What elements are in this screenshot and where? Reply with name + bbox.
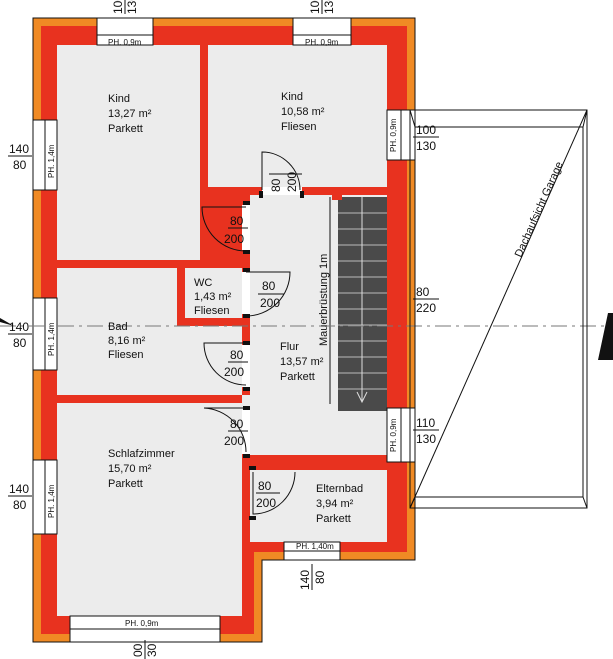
dim-door-eltern-a: 80 <box>258 479 272 493</box>
dim-door-bad-a: 80 <box>230 348 244 362</box>
dim-left-2-b: 80 <box>13 336 27 350</box>
window-top-right-label: PH. 0,9m <box>305 38 339 47</box>
section-arrow-left <box>0 318 14 326</box>
room-floors <box>57 45 387 616</box>
room-flur-finish: Parkett <box>280 371 315 383</box>
room-labels: Kind 13,27 m² Parkett Kind 10,58 m² Flie… <box>108 91 363 525</box>
window-left-mid-label: PH. 1,4m <box>47 322 56 356</box>
window-left-top-label: PH. 1,4m <box>47 144 56 178</box>
room-kind-2-name: Kind <box>281 91 303 103</box>
dim-left-2-a: 140 <box>9 320 29 334</box>
dimension-labels: 100 130 100 130 140 80 140 80 140 80 100… <box>9 0 436 657</box>
dim-bottom-low-a: 00 <box>131 643 145 657</box>
window-glass-lines <box>44 34 402 630</box>
room-kind-1-finish: Parkett <box>108 123 143 135</box>
window-bottom-label: PH. 0,9m <box>125 619 159 628</box>
dim-door-bad-b: 200 <box>224 365 244 379</box>
room-bad-area: 8,16 m² <box>108 335 146 347</box>
dim-door-kind1-a: 80 <box>230 214 244 228</box>
dim-top-right-b: 130 <box>322 0 336 14</box>
dim-right-3-b: 130 <box>416 432 436 446</box>
dim-door-wc-a: 80 <box>262 279 276 293</box>
garage-roof <box>409 109 588 509</box>
door-swings <box>201 151 301 515</box>
dim-left-1-b: 80 <box>13 158 27 172</box>
dim-bottom-low-b: 30 <box>145 643 159 657</box>
garage-roof-label: Dachaufsicht Garage <box>513 160 566 259</box>
room-wc-finish: Fliesen <box>194 305 229 317</box>
room-schlafzimmer-name: Schlafzimmer <box>108 448 175 460</box>
room-kind-1-area: 13,27 m² <box>108 108 152 120</box>
door-jambs <box>243 191 304 520</box>
room-schlafzimmer-finish: Parkett <box>108 478 143 490</box>
dim-top-left-a: 100 <box>111 0 125 14</box>
room-elternbad-name: Elternbad <box>316 483 363 495</box>
window-right-top-label: PH. 0,9m <box>389 118 398 152</box>
dim-door-eltern-b: 200 <box>256 496 276 510</box>
room-wc-name: WC <box>194 277 212 289</box>
dim-right-3-a: 110 <box>416 416 435 430</box>
room-elternbad-finish: Parkett <box>316 513 351 525</box>
dimension-lines <box>8 0 439 659</box>
window-right-bot-label: PH. 0,9m <box>389 418 398 452</box>
dim-left-3-b: 80 <box>13 498 27 512</box>
dim-bottom-mid-b: 80 <box>313 570 327 584</box>
room-schlafzimmer-area: 15,70 m² <box>108 463 152 475</box>
room-flur-area: 13,57 m² <box>280 356 324 368</box>
dim-top-right-a: 100 <box>308 0 322 14</box>
dim-left-3-a: 140 <box>9 482 29 496</box>
window-labels: PH. 0,9m PH. 0,9m PH. 1,4m PH. 1,4m PH. … <box>47 38 398 628</box>
window-top-left-label: PH. 0,9m <box>108 38 142 47</box>
dim-door-kind2-b: 200 <box>285 172 299 192</box>
stair <box>338 197 387 411</box>
room-wc-area: 1,43 m² <box>194 291 232 303</box>
dim-door-wc-b: 200 <box>260 296 280 310</box>
dim-right-1-a: 100 <box>416 123 436 137</box>
room-flur-name: Flur <box>280 341 299 353</box>
window-elternbad-label: PH. 1,40m <box>296 542 334 551</box>
stair-post <box>332 190 342 200</box>
room-kind-2-area: 10,58 m² <box>281 106 325 118</box>
dim-door-schlaf-a: 80 <box>230 417 244 431</box>
dim-top-left-b: 130 <box>125 0 139 14</box>
dim-right-2-a: 80 <box>416 285 430 299</box>
room-bad-name: Bad <box>108 321 128 333</box>
dim-door-kind2-a: 80 <box>269 178 283 192</box>
room-elternbad-area: 3,94 m² <box>316 498 354 510</box>
mauerbruestung-label: Mauerbrüstung 1m <box>318 254 330 346</box>
room-bad-finish: Fliesen <box>108 349 143 361</box>
room-kind-1-name: Kind <box>108 93 130 105</box>
dim-right-2-b: 220 <box>416 301 436 315</box>
dim-door-kind1-b: 200 <box>224 232 244 246</box>
section-arrow-right <box>598 313 613 360</box>
room-kind-2-finish: Fliesen <box>281 121 316 133</box>
dim-left-1-a: 140 <box>9 142 29 156</box>
dim-bottom-mid-a: 140 <box>298 570 312 590</box>
dim-right-1-b: 130 <box>416 139 436 153</box>
wc-floor <box>185 268 241 318</box>
window-left-bot-label: PH. 1,4m <box>47 484 56 518</box>
dim-door-schlaf-b: 200 <box>224 434 244 448</box>
